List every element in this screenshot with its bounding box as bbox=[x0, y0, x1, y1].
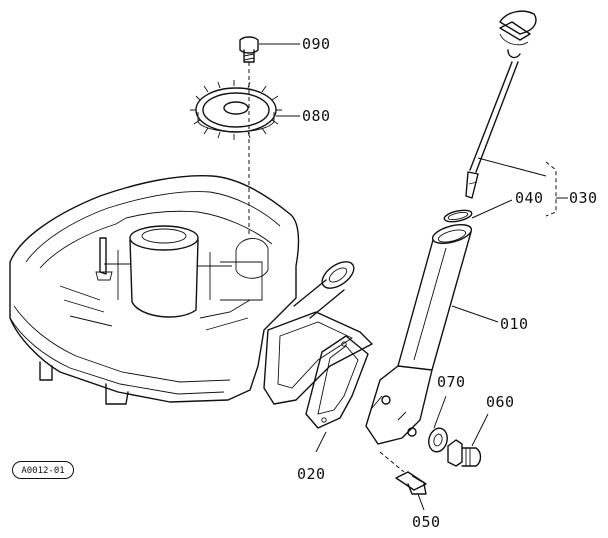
o-ring-drawing bbox=[443, 209, 473, 223]
part-label-080: 080 bbox=[302, 107, 331, 125]
part-label-060: 060 bbox=[486, 393, 515, 411]
part-label-050: 050 bbox=[412, 513, 441, 531]
part-label-040: 040 bbox=[515, 189, 544, 207]
drain-plug-drawing bbox=[447, 439, 482, 467]
washer-drawing bbox=[428, 427, 448, 453]
bolt-050-drawing bbox=[395, 471, 427, 495]
reference-code: A0012-01 bbox=[12, 461, 74, 479]
gasket-drawing bbox=[305, 335, 369, 429]
gear-drawing bbox=[190, 80, 282, 140]
part-label-090: 090 bbox=[302, 35, 331, 53]
part-label-020: 020 bbox=[297, 465, 326, 483]
crankcase-housing-drawing bbox=[9, 174, 373, 405]
part-label-010: 010 bbox=[500, 315, 529, 333]
part-label-030: 030 bbox=[569, 189, 598, 207]
part-label-070: 070 bbox=[437, 373, 466, 391]
dipstick-drawing bbox=[465, 10, 537, 199]
leader-lines bbox=[248, 43, 568, 511]
oil-filler-tube-drawing bbox=[365, 223, 473, 445]
bolt-090-drawing bbox=[239, 36, 259, 63]
